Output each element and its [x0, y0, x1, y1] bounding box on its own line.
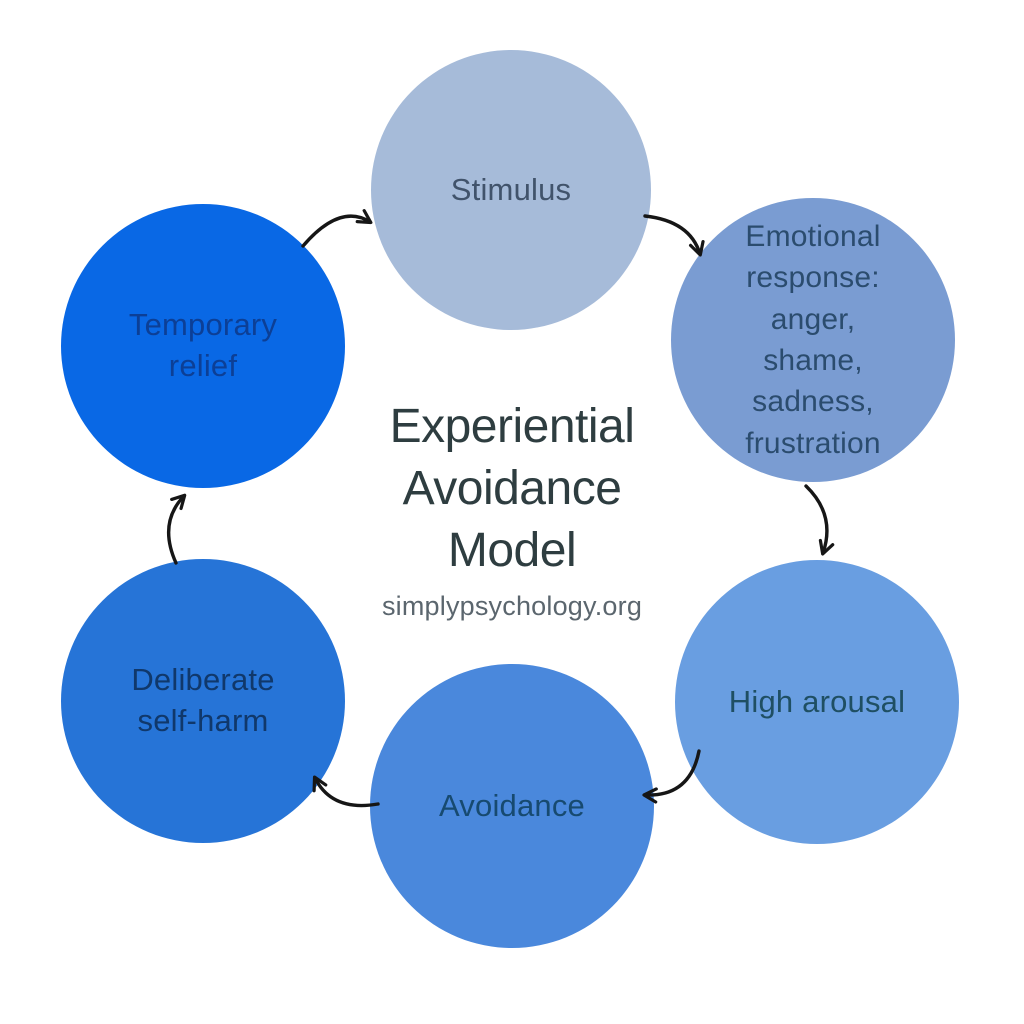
- node-emotional-response-label: anger,: [770, 302, 856, 336]
- node-avoidance-label: Avoidance: [438, 787, 585, 823]
- arrow-stimulus-to-emotional-response: [643, 214, 705, 257]
- node-emotional-response-label: shame,: [763, 344, 863, 377]
- node-emotional-response-label: frustration: [745, 426, 881, 460]
- node-stimulus: Stimulus: [371, 50, 651, 330]
- diagram-title: Avoidance: [402, 462, 622, 515]
- node-avoidance: Avoidance: [370, 664, 654, 948]
- node-emotional-response: Emotional response: anger, shame, sadnes…: [671, 198, 955, 482]
- diagram-title: Model: [447, 524, 577, 577]
- diagram-title: Experiential: [389, 400, 635, 453]
- node-emotional-response-label: Emotional: [745, 219, 881, 253]
- node-temporary-relief-label: relief: [168, 348, 238, 383]
- arrow-avoidance-to-deliberate-self-harm: [312, 775, 380, 808]
- source-site: simplypsychology.org: [381, 591, 643, 621]
- node-emotional-response-label: response:: [746, 261, 880, 295]
- node-high-arousal: High arousal: [675, 560, 959, 844]
- node-deliberate-self-harm: Deliberate self-harm: [61, 559, 345, 843]
- node-temporary-relief-label: Temporary: [128, 307, 278, 343]
- diagram-title-block: Experiential Avoidance Model simplypsych…: [262, 396, 762, 622]
- node-temporary-relief: Temporary relief: [61, 204, 345, 488]
- arrow-emotional-response-to-high-arousal: [804, 484, 835, 556]
- node-stimulus-label: Stimulus: [450, 171, 572, 207]
- node-deliberate-self-harm-label: self-harm: [137, 703, 269, 738]
- node-emotional-response-label: sadness,: [752, 385, 874, 419]
- arrow-deliberate-self-harm-to-temporary-relief: [166, 493, 187, 565]
- node-deliberate-self-harm-label: Deliberate: [131, 662, 275, 698]
- node-high-arousal-label: High arousal: [728, 683, 906, 719]
- arrow-temporary-relief-to-stimulus: [301, 209, 373, 248]
